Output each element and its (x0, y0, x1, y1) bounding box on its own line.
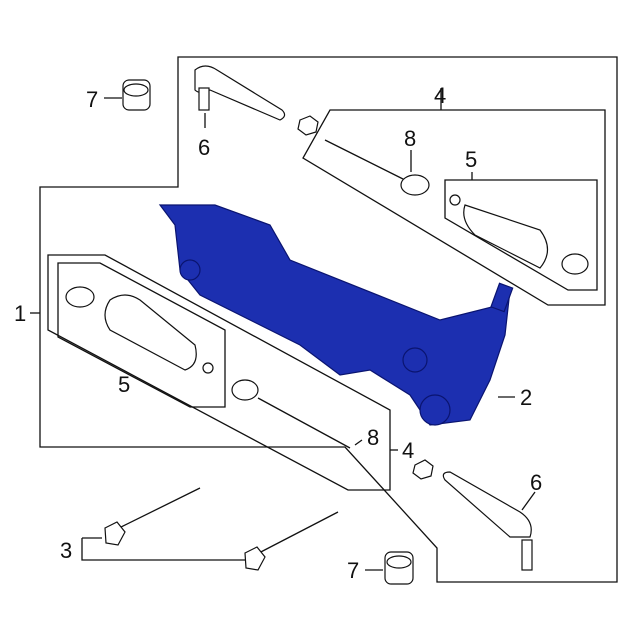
inner-tie-rod-bottom (231, 379, 351, 449)
jam-nut-top (297, 115, 319, 136)
callout-7-top: 7 (86, 87, 98, 112)
callout-5-left: 5 (118, 372, 130, 397)
callout-2: 2 (520, 385, 532, 410)
group-5-left-outline (57, 262, 226, 408)
callout-5-right: 5 (465, 147, 477, 172)
tie-rod-end-top (194, 65, 286, 121)
callout-8-bottom: 8 (367, 425, 379, 450)
callout-4-top: 4 (434, 83, 446, 108)
group-4-top-outline (302, 109, 606, 306)
callout-6-bottom: 6 (530, 470, 542, 495)
jam-nut-bottom (412, 459, 434, 480)
steering-gear-assembly (158, 204, 514, 426)
nut-7-top (122, 79, 151, 111)
group-1-outline (39, 56, 618, 583)
group-5-right-outline (444, 179, 598, 291)
bolts-3 (104, 487, 339, 571)
boot-right (449, 194, 589, 275)
inner-tie-rod-top (324, 139, 430, 196)
leader-lines (30, 88, 536, 571)
callout-8-top: 8 (404, 126, 416, 151)
callout-6-top: 6 (198, 135, 210, 160)
callout-4-bottom: 4 (402, 438, 414, 463)
callout-7-bottom: 7 (347, 558, 359, 583)
tie-rod-end-bottom (442, 471, 533, 571)
nut-7-bottom (384, 551, 414, 585)
boot-left (65, 286, 214, 374)
group-4-bottom-outline (47, 254, 391, 491)
callout-1: 1 (14, 301, 26, 326)
callout-3: 3 (60, 538, 72, 563)
